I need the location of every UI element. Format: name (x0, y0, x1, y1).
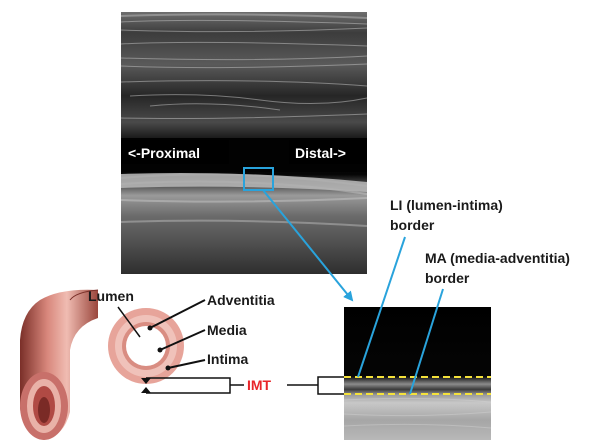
intima-label: Intima (207, 351, 248, 367)
imt-label: IMT (247, 377, 272, 393)
li-label-line2: border (390, 217, 435, 233)
proximal-label: <-Proximal (128, 145, 200, 161)
distal-label: Distal-> (295, 145, 346, 161)
imt-bracket-right (287, 377, 344, 394)
artery-cross-section (108, 308, 184, 384)
lumen-label: Lumen (88, 288, 134, 304)
adventitia-label: Adventitia (207, 292, 275, 308)
ultrasound-image: <-Proximal Distal-> (121, 12, 367, 274)
media-label: Media (207, 322, 247, 338)
artery-illustration (20, 290, 98, 440)
li-label-line1: LI (lumen-intima) (390, 197, 503, 213)
ma-label-line2: border (425, 270, 470, 286)
zoomed-wall-inset (344, 307, 491, 440)
ma-label-line1: MA (media-adventitia) (425, 250, 570, 266)
